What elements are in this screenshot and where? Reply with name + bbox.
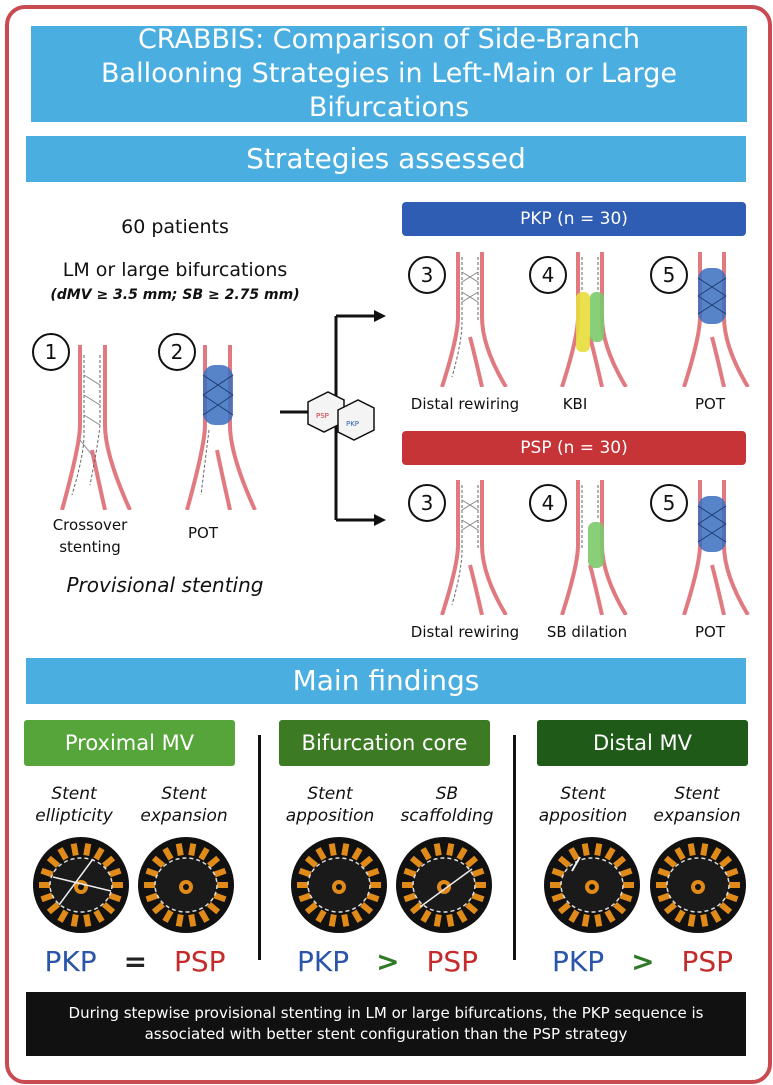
psp-distal-rewiring-illustration <box>440 480 508 615</box>
step-1-label-line1: Crossover <box>52 516 128 534</box>
pkp-pot-illustration <box>682 252 750 387</box>
conclusion-banner: During stepwise provisional stenting in … <box>26 992 746 1056</box>
oct-cross-section-5 <box>544 837 640 933</box>
findings-divider-2 <box>513 735 516 960</box>
vessel-pot-illustration <box>185 345 257 510</box>
inclusion-criteria: (dMV ≥ 3.5 mm; SB ≥ 2.75 mm) <box>50 287 300 303</box>
strategies-section-header: Strategies assessed <box>26 136 746 182</box>
patients-count: 60 patients <box>121 216 229 238</box>
oct-cross-section-3 <box>291 837 387 933</box>
finding-bifurcation-core-header: Bifurcation core <box>279 720 490 766</box>
finding-distal-mv-header: Distal MV <box>537 720 748 766</box>
pkp-kbi-illustration <box>560 252 628 387</box>
step-1-label-line2: stenting <box>59 538 121 556</box>
findings-section-header: Main findings <box>26 658 746 704</box>
finding-2-comparison: PKP > PSP <box>280 945 495 978</box>
title-banner: CRABBIS: Comparison of Side-Branch Ballo… <box>31 24 747 123</box>
title-text: CRABBIS: Comparison of Side-Branch Ballo… <box>101 24 677 123</box>
finding-2-metric-1: Stent apposition <box>280 783 380 827</box>
finding-2-metric-2: SB scaffolding <box>392 783 502 827</box>
pkp-step-4-number: 4 <box>529 256 567 294</box>
finding-2-metric-2-line2: scaffolding <box>400 806 494 826</box>
provisional-stenting-caption: Provisional stenting <box>66 573 264 597</box>
finding-2-operator: > <box>376 945 400 978</box>
psp-arm-header: PSP (n = 30) <box>402 431 746 465</box>
finding-1-metric-1-line2: ellipticity <box>35 806 113 826</box>
pkp-step-3-number: 3 <box>408 256 446 294</box>
pkp-distal-rewiring-illustration <box>440 252 508 387</box>
step-2-label: POT <box>187 524 218 542</box>
oct-cross-section-1 <box>33 837 129 933</box>
finding-1-left: PKP <box>44 945 97 978</box>
finding-2-right: PSP <box>426 945 478 978</box>
finding-2-metric-1-line2: apposition <box>285 806 375 826</box>
finding-3-operator: > <box>631 945 655 978</box>
oct-cross-section-4 <box>396 837 492 933</box>
finding-1-comparison: PKP = PSP <box>30 945 240 978</box>
psp-step-4-label: SB dilation <box>546 623 628 641</box>
pkp-step-4-label: KBI <box>562 395 588 413</box>
finding-1-metric-2: Stent expansion <box>134 783 234 827</box>
psp-step-5-number: 5 <box>650 484 688 522</box>
finding-3-metric-2-line2: expansion <box>653 806 741 826</box>
psp-step-5-label: POT <box>694 623 725 641</box>
finding-3-right: PSP <box>681 945 733 978</box>
psp-pot-illustration <box>682 480 750 615</box>
finding-1-operator: = <box>123 945 148 978</box>
finding-2-metric-1-line1: Stent <box>307 784 353 804</box>
pkp-step-5-number: 5 <box>650 256 688 294</box>
finding-3-metric-1: Stent apposition <box>533 783 633 827</box>
finding-1-metric-2-line1: Stent <box>161 784 207 804</box>
pkp-step-3-label: Distal rewiring <box>410 395 520 413</box>
vessel-crossover-illustration <box>60 345 132 510</box>
finding-3-metric-1-line2: apposition <box>538 806 628 826</box>
finding-proximal-mv-header: Proximal MV <box>24 720 235 766</box>
finding-3-left: PKP <box>552 945 605 978</box>
dice-label-pkp: PKP <box>346 420 359 428</box>
conclusion-text: During stepwise provisional stenting in … <box>68 1004 704 1043</box>
finding-1-metric-2-line2: expansion <box>140 806 228 826</box>
step-number-2: 2 <box>158 333 196 371</box>
psp-step-4-number: 4 <box>529 484 567 522</box>
lesion-type: LM or large bifurcations <box>62 259 288 281</box>
finding-3-metric-2: Stent expansion <box>642 783 752 827</box>
oct-cross-section-2 <box>138 837 234 933</box>
oct-cross-section-6 <box>650 837 746 933</box>
finding-1-right: PSP <box>173 945 226 978</box>
step-1-label: Crossover stenting <box>40 514 140 558</box>
finding-2-left: PKP <box>297 945 350 978</box>
dice-label-psp: PSP <box>316 412 329 420</box>
findings-divider-1 <box>258 735 261 960</box>
finding-3-metric-1-line1: Stent <box>560 784 606 804</box>
finding-2-metric-2-line1: SB <box>435 784 459 804</box>
pkp-step-5-label: POT <box>694 395 725 413</box>
finding-3-metric-2-line1: Stent <box>674 784 720 804</box>
psp-step-3-label: Distal rewiring <box>410 623 520 641</box>
finding-1-metric-1-line1: Stent <box>51 784 97 804</box>
psp-step-3-number: 3 <box>408 484 446 522</box>
finding-3-comparison: PKP > PSP <box>535 945 750 978</box>
psp-sb-dilation-illustration <box>560 480 628 615</box>
finding-1-metric-1: Stent ellipticity <box>24 783 124 827</box>
step-number-1: 1 <box>32 333 70 371</box>
pkp-arm-header: PKP (n = 30) <box>402 202 746 236</box>
infographic-frame <box>5 5 772 1084</box>
randomization-dice-icon: PSP PKP <box>307 391 375 441</box>
